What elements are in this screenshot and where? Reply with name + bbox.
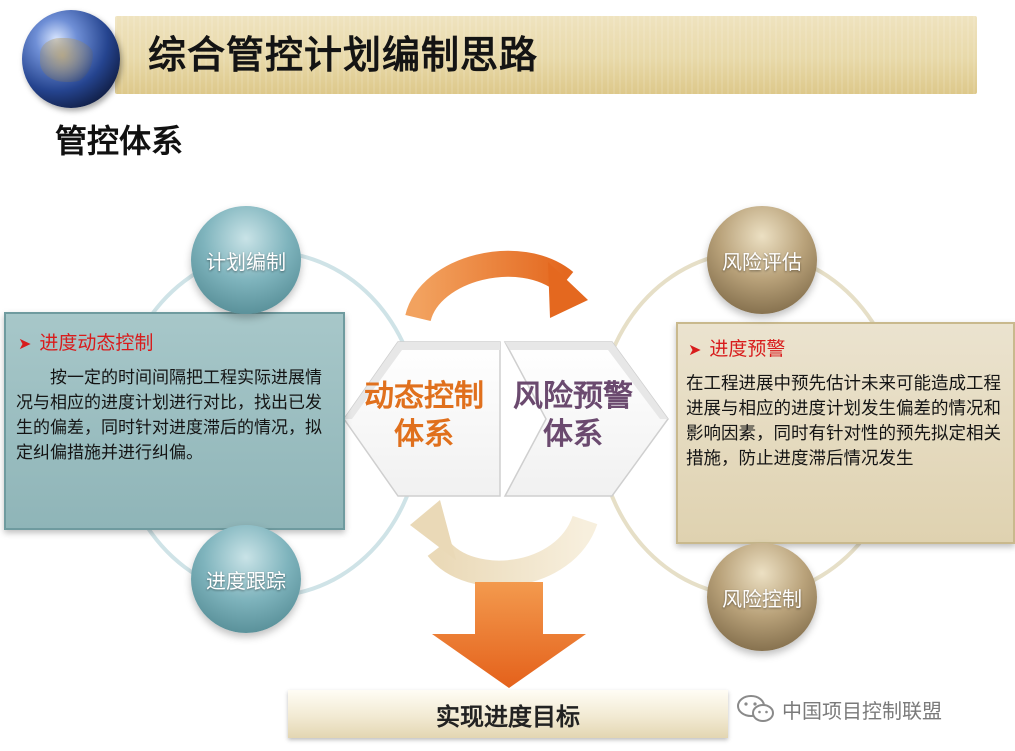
node-risk-control: 风险控制 — [707, 543, 817, 651]
progress-warning-box: ➤ 进度预警 在工程进展中预先估计未来可能造成工程进展与相应的进度计划发生偏差的情… — [676, 322, 1015, 544]
goal-bar: 实现进度目标 — [288, 690, 728, 738]
section-title: 管控体系 — [55, 122, 184, 160]
dynamic-control-chevron — [343, 341, 501, 497]
risk-warning-system-label: 风险预警 体系 — [503, 378, 643, 454]
wechat-icon — [737, 695, 774, 722]
box-left-heading-text: 进度动态控制 — [39, 332, 154, 354]
box-right-heading-text: 进度预警 — [709, 338, 786, 360]
box-left-body: 按一定的时间间隔把工程实际进展情况与相应的进度计划进行对比，找出已发生的偏差，同… — [16, 368, 322, 463]
box-right-heading: ➤ 进度预警 — [688, 334, 785, 361]
goal-label: 实现进度目标 — [436, 702, 580, 731]
risk-warning-line1: 风险预警 — [513, 379, 633, 414]
dynamic-control-line1: 动态控制 — [364, 379, 484, 414]
node-risk-evaluation: 风险评估 — [707, 206, 817, 314]
risk-warning-chevron — [503, 341, 669, 497]
node-plan-compile: 计划编制 — [191, 206, 301, 314]
globe-icon — [22, 10, 120, 108]
header-band — [115, 16, 977, 94]
progress-dynamic-control-box: ➤ 进度动态控制 按一定的时间间隔把工程实际进展情况与相应的进度计划进行对比，找出… — [4, 312, 345, 530]
down-arrow — [432, 582, 586, 688]
arrow-bullet-icon: ➤ — [18, 334, 32, 353]
box-left-heading: ➤ 进度动态控制 — [18, 328, 153, 355]
arrow-bullet-icon: ➤ — [688, 340, 702, 359]
risk-warning-line2: 体系 — [543, 417, 603, 452]
node-progress-tracking: 进度跟踪 — [191, 525, 301, 633]
watermark-text: 中国项目控制联盟 — [782, 698, 942, 723]
box-right-body: 在工程进展中预先估计未来可能造成工程进展与相应的进度计划发生偏差的情况和影响因素… — [686, 374, 1001, 469]
page-title: 综合管控计划编制思路 — [148, 33, 539, 77]
dynamic-control-system-label: 动态控制 体系 — [354, 378, 494, 454]
watermark: 中国项目控制联盟 — [736, 693, 942, 725]
dynamic-control-line2: 体系 — [394, 417, 454, 452]
top-curved-arrow — [405, 250, 588, 323]
bottom-curved-arrow — [410, 500, 598, 587]
